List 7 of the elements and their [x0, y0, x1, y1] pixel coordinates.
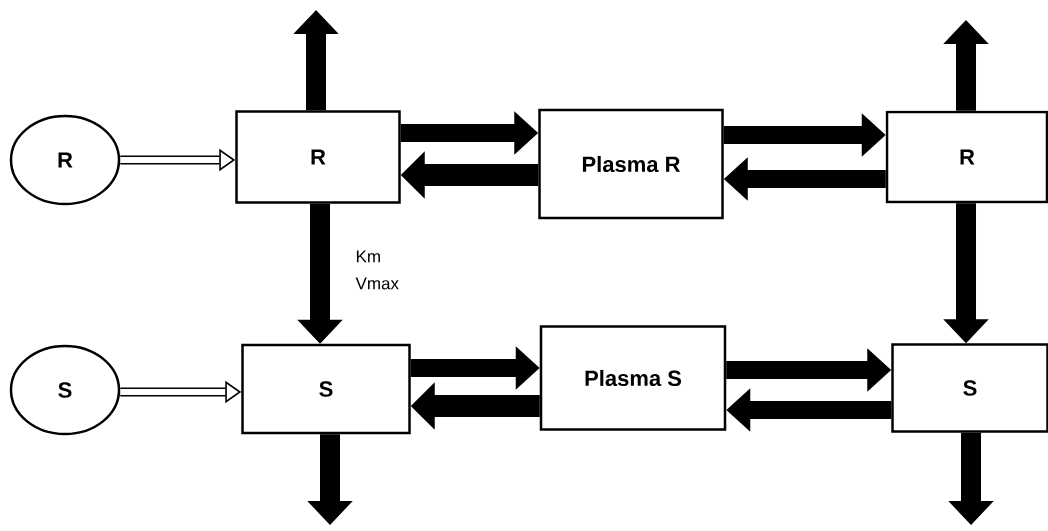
compartment-box: R	[885, 110, 1048, 204]
compartment-box: S	[241, 343, 411, 435]
compartment-box: R	[235, 110, 401, 204]
compartment-box: S	[891, 343, 1048, 433]
edge-label: Km Vmax	[355, 250, 399, 290]
compartment-box: Plasma R	[538, 108, 724, 220]
compartment-box: Plasma S	[539, 325, 727, 431]
